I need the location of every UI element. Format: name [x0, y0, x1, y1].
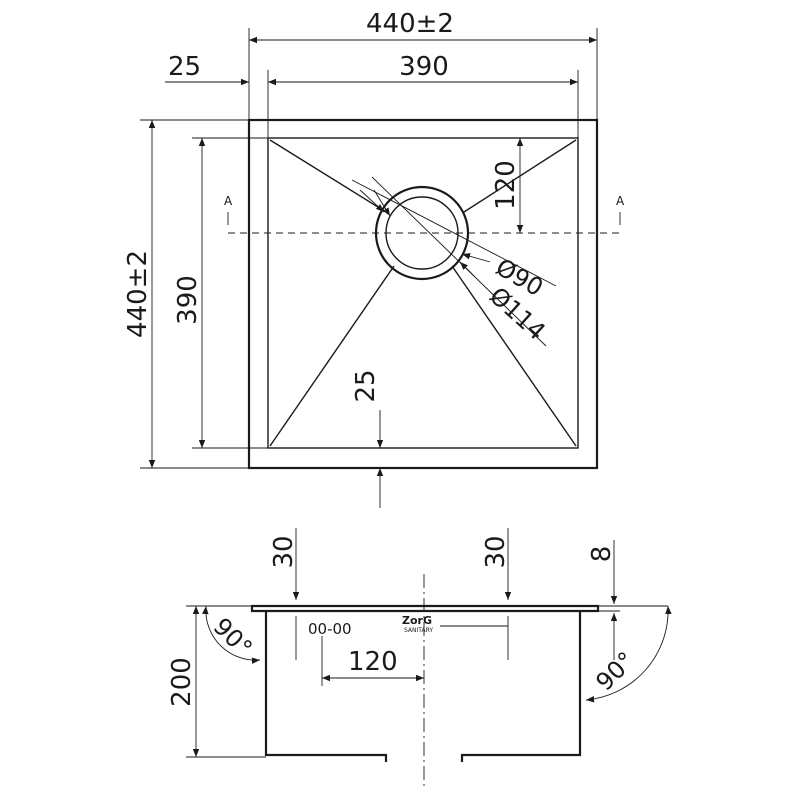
dim-height-200: 200: [167, 657, 197, 707]
angle-right: 90°: [590, 646, 640, 696]
slope-line-bottom-right: [451, 265, 577, 447]
slope-line-bottom-left: [269, 265, 395, 447]
angle-left: 90°: [208, 612, 258, 662]
angle-arc-left: [202, 605, 261, 664]
section-label-left: A: [224, 194, 233, 208]
dim-outer-width: 440±2: [366, 9, 454, 39]
leader-drain-diameter: [351, 179, 557, 287]
dim-inner-width: 390: [399, 52, 449, 82]
angle-arc-right: [585, 605, 672, 703]
brand-logo-sub: SANITARY: [404, 627, 433, 634]
dim-side-right-30: 30: [481, 535, 511, 568]
side-view: 30 30 8 200 120 00-00 ZorG SANITARY 90° …: [167, 528, 672, 790]
slope-line-top-left: [269, 139, 387, 213]
fittings-label: 00-00: [308, 620, 352, 638]
side-left-wall: [264, 611, 388, 762]
section-label-right: A: [616, 194, 625, 208]
dim-outer-height: 440±2: [123, 250, 153, 338]
dim-bottom-offset: 25: [351, 369, 381, 402]
dim-rim-8: 8: [587, 546, 617, 563]
outer-rim: [247, 118, 599, 470]
dim-spacing-120: 120: [348, 647, 398, 677]
leader-flange-diameter: [371, 176, 547, 347]
dim-inner-height: 390: [173, 275, 203, 325]
brand-logo: ZorG: [402, 614, 432, 627]
top-view: A A 440±2 390 25 440±2 390 120 Ø90: [123, 9, 625, 508]
dim-rim-offset: 25: [168, 52, 201, 82]
inner-bowl: [267, 137, 579, 449]
dim-side-left-30: 30: [269, 535, 299, 568]
side-right-wall: [460, 611, 582, 762]
side-rim: [250, 604, 600, 613]
dim-drain-offset: 120: [491, 160, 521, 210]
